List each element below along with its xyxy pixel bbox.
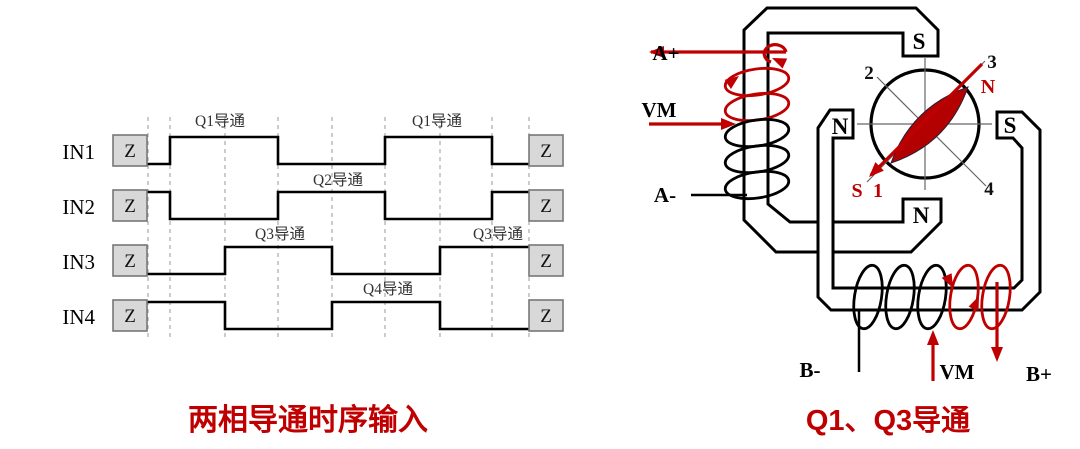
z-state-label: Z bbox=[124, 251, 136, 272]
coil-b-current-arrowhead-1-icon bbox=[941, 273, 953, 288]
terminal-a-plus: A+ bbox=[652, 41, 679, 65]
rotor-position-2: 2 bbox=[864, 63, 874, 84]
signal-label-in3: IN3 bbox=[62, 250, 95, 274]
label-q4-on: Q4导通 bbox=[363, 280, 413, 298]
right-caption: Q1、Q3导通 bbox=[806, 405, 970, 437]
z-state-box bbox=[528, 189, 564, 222]
z-state-label: Z bbox=[540, 196, 552, 217]
terminal-vm-b: VM bbox=[940, 360, 975, 384]
coil-b-red-2 bbox=[980, 263, 1012, 331]
time-gridlines bbox=[147, 117, 530, 339]
vm-a-arrowhead-icon bbox=[721, 118, 736, 130]
z-state-box bbox=[112, 299, 148, 332]
rotor: 2 3 4 1 N S bbox=[851, 52, 996, 202]
a-plus-arrowhead-icon bbox=[649, 46, 664, 58]
terminal-vm-a: VM bbox=[642, 98, 677, 122]
rotor-needle bbox=[869, 62, 984, 177]
waveforms bbox=[147, 135, 529, 331]
z-state-box bbox=[528, 244, 564, 277]
z-state-box bbox=[528, 299, 564, 332]
waveform-in2 bbox=[147, 190, 529, 221]
signal-label-in2: IN2 bbox=[62, 195, 95, 219]
rotor-needle-arrowhead-icon bbox=[869, 162, 884, 177]
terminal-b-plus: B+ bbox=[1026, 362, 1052, 386]
coil-b-black-2 bbox=[884, 263, 916, 331]
pole-left-n: N bbox=[832, 114, 849, 139]
label-q3-on-2: Q3导通 bbox=[473, 225, 523, 243]
pole-bottom-n: N bbox=[913, 203, 930, 228]
a-plus-coil-curl bbox=[762, 43, 788, 64]
z-state-label: Z bbox=[124, 196, 136, 217]
z-state-box bbox=[528, 134, 564, 167]
terminal-labels: A+ VM A- B- VM B+ bbox=[642, 41, 1052, 386]
z-state-box bbox=[112, 244, 148, 277]
z-state-label: Z bbox=[124, 141, 136, 162]
coil-b-current-arrowhead-2-icon bbox=[968, 296, 979, 312]
stator-core-a bbox=[742, 6, 943, 254]
rotor-magnet bbox=[890, 86, 969, 164]
label-q2-on: Q2导通 bbox=[313, 171, 363, 189]
z-state-box bbox=[112, 189, 148, 222]
b-plus-arrowhead-icon bbox=[991, 347, 1003, 362]
z-state-label: Z bbox=[540, 251, 552, 272]
signal-row-labels: IN1 IN2 IN3 IN4 bbox=[62, 140, 95, 329]
waveform-in1 bbox=[147, 135, 529, 166]
coil-b-black-1 bbox=[852, 263, 884, 331]
label-q1-on-1: Q1导通 bbox=[195, 112, 245, 130]
left-caption: 两相导通时序输入 bbox=[188, 403, 428, 437]
stator-core-b bbox=[816, 108, 1042, 312]
z-state-label: Z bbox=[540, 306, 552, 327]
z-state-box bbox=[112, 134, 148, 167]
rotor-position-1: 1 bbox=[873, 180, 883, 202]
pole-labels: S N S N bbox=[832, 29, 1017, 228]
pole-top-s: S bbox=[913, 29, 926, 54]
label-q1-on-2: Q1导通 bbox=[412, 112, 462, 130]
rotor-position-4: 4 bbox=[984, 179, 994, 200]
label-q3-on-1: Q3导通 bbox=[255, 225, 305, 243]
rotor-north-label: N bbox=[981, 76, 996, 98]
waveform-in3 bbox=[147, 245, 529, 276]
winding-b bbox=[852, 263, 1012, 381]
coil-a-black-3 bbox=[723, 169, 791, 201]
conduction-labels: Q1导通 Q2导通 Q3导通 Q4导通 Q1导通 Q3导通 bbox=[195, 112, 523, 298]
terminal-a-minus: A- bbox=[654, 183, 676, 207]
signal-label-in1: IN1 bbox=[62, 140, 95, 164]
winding-a bbox=[649, 43, 791, 201]
pole-right-s: S bbox=[1004, 113, 1017, 138]
signal-label-in4: IN4 bbox=[62, 305, 95, 329]
z-state-label: Z bbox=[540, 141, 552, 162]
curl-arrowhead-icon bbox=[772, 58, 788, 69]
rotor-south-label: S bbox=[851, 180, 862, 202]
terminal-b-minus: B- bbox=[800, 358, 821, 382]
coil-b-black-3 bbox=[916, 263, 948, 331]
waveform-in4 bbox=[147, 300, 529, 331]
coil-a-current-arrowhead-icon bbox=[724, 76, 739, 89]
rotor-position-3: 3 bbox=[987, 52, 997, 73]
z-state-label: Z bbox=[124, 306, 136, 327]
z-state-boxes: Z Z Z Z Z Z Z Z bbox=[112, 134, 564, 332]
vm-b-arrowhead-icon bbox=[927, 330, 939, 345]
